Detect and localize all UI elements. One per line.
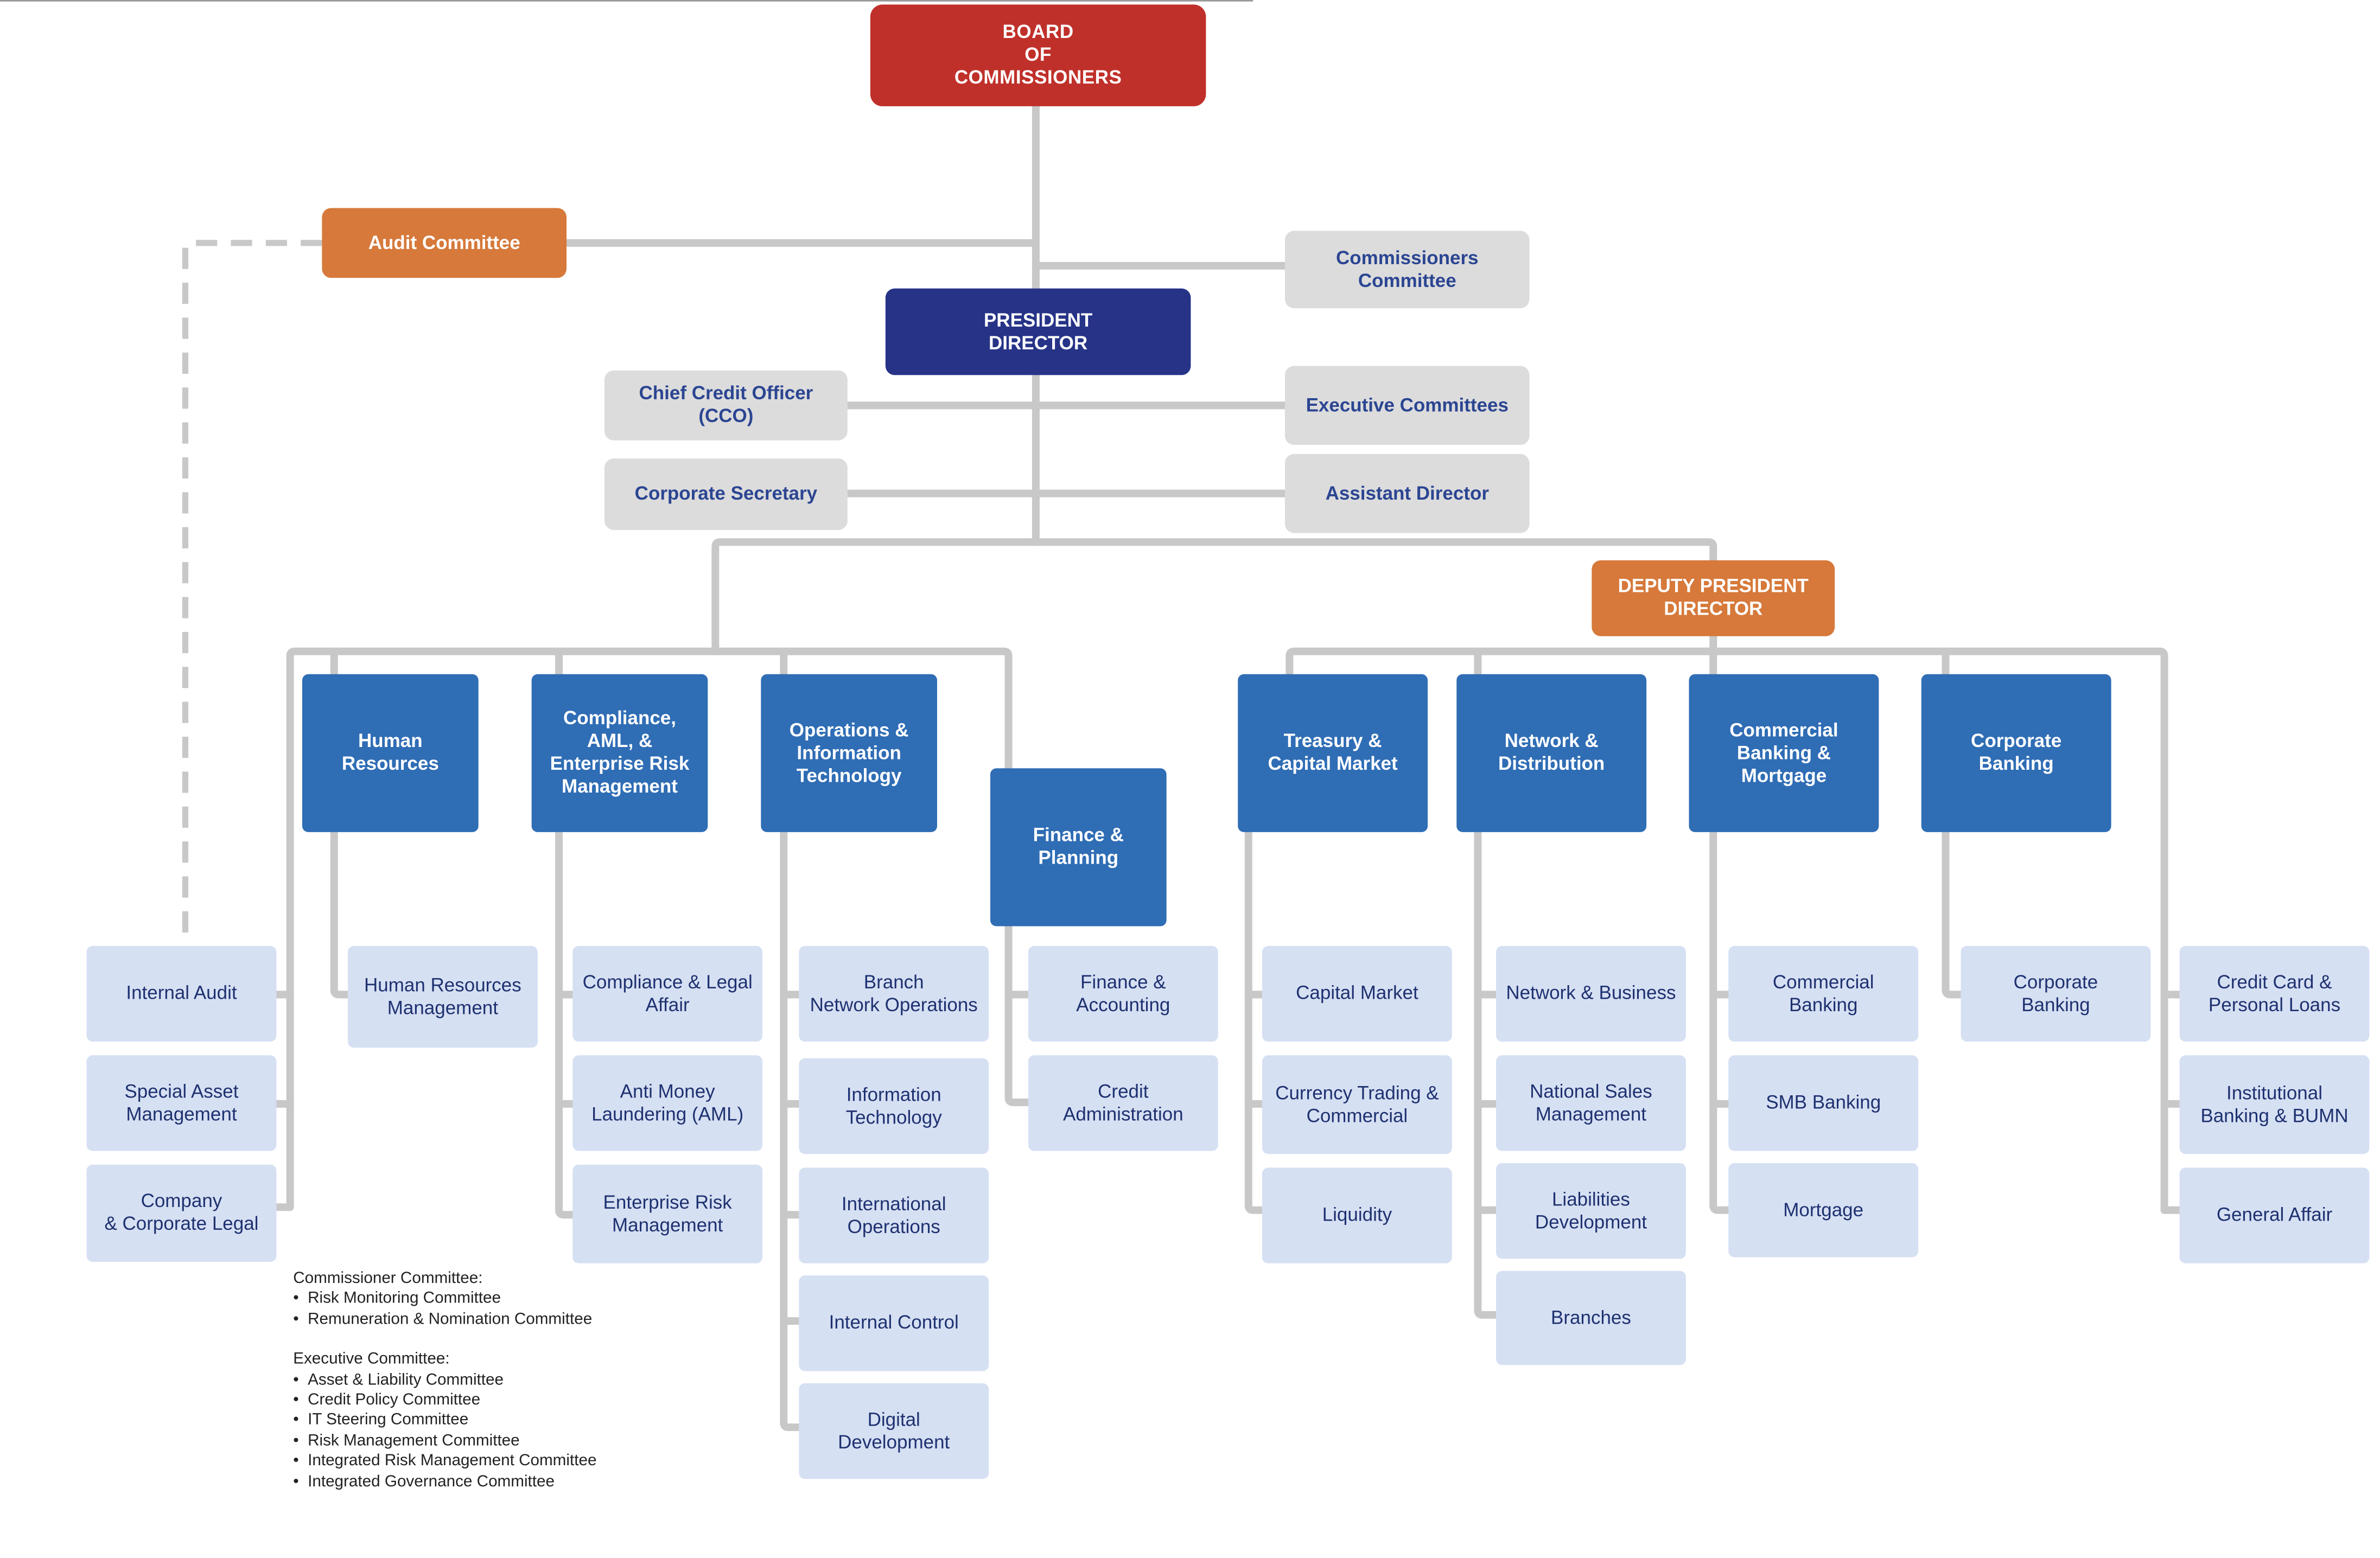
unit-general-affair[interactable]: General Affair (2179, 1167, 2370, 1263)
unit-network-business[interactable]: Network & Business (1496, 946, 1686, 1042)
executive-committee-list: Asset & Liability Committee Credit Polic… (293, 1370, 596, 1492)
unit-national-sales-management[interactable]: National Sales Management (1496, 1055, 1686, 1151)
directorate-treasury-capital-market[interactable]: Treasury & Capital Market (1238, 674, 1428, 832)
unit-internal-audit[interactable]: Internal Audit (86, 946, 277, 1042)
chief-credit-officer[interactable]: Chief Credit Officer (CCO) (604, 370, 848, 440)
directorate-corporate-banking[interactable]: Corporate Banking (1921, 674, 2111, 832)
directorate-human-resources[interactable]: Human Resources (302, 674, 479, 832)
unit-credit-administration[interactable]: Credit Administration (1028, 1055, 1218, 1151)
executive-committees[interactable]: Executive Committees (1284, 366, 1530, 445)
unit-mortgage[interactable]: Mortgage (1728, 1163, 1919, 1257)
commissioner-committee-item: Risk Monitoring Committee (293, 1289, 596, 1310)
unit-internal-control[interactable]: Internal Control (799, 1275, 989, 1371)
unit-currency-trading-commercial[interactable]: Currency Trading & Commercial (1262, 1055, 1452, 1154)
top-rule (0, 0, 1253, 2)
president-director[interactable]: PRESIDENT DIRECTOR (885, 288, 1191, 375)
unit-international-operations[interactable]: International Operations (799, 1167, 989, 1263)
corporate-secretary[interactable]: Corporate Secretary (604, 458, 848, 530)
directorate-commercial-banking-mortgage[interactable]: Commercial Banking & Mortgage (1689, 674, 1879, 832)
directorate-compliance-aml-erm[interactable]: Compliance, AML, & Enterprise Risk Manag… (531, 674, 708, 832)
executive-committee-item: Integrated Governance Committee (293, 1472, 596, 1493)
unit-compliance-legal-affair[interactable]: Compliance & Legal Affair (572, 946, 763, 1042)
audit-committee[interactable]: Audit Committee (322, 208, 567, 278)
unit-liabilities-development[interactable]: Liabilities Development (1496, 1163, 1686, 1259)
unit-corporate-banking[interactable]: Corporate Banking (1961, 946, 2151, 1042)
executive-committee-title: Executive Committee: (293, 1350, 450, 1369)
executive-committee-item: IT Steering Committee (293, 1411, 596, 1432)
executive-committee-item: Integrated Risk Management Committee (293, 1452, 596, 1473)
assistant-director[interactable]: Assistant Director (1284, 454, 1530, 533)
unit-anti-money-laundering[interactable]: Anti Money Laundering (AML) (572, 1055, 763, 1151)
executive-committee-item: Risk Management Committee (293, 1432, 596, 1452)
unit-enterprise-risk-management[interactable]: Enterprise Risk Management (572, 1164, 763, 1263)
directorate-operations-it[interactable]: Operations & Information Technology (761, 674, 937, 832)
executive-committee-item: Credit Policy Committee (293, 1391, 596, 1412)
directorate-finance-planning[interactable]: Finance & Planning (990, 768, 1167, 927)
unit-special-asset-management[interactable]: Special Asset Management (86, 1055, 277, 1151)
commissioners-committee[interactable]: Commissioners Committee (1284, 231, 1530, 309)
commissioner-committee-list: Risk Monitoring Committee Remuneration &… (293, 1289, 596, 1330)
unit-liquidity[interactable]: Liquidity (1262, 1167, 1452, 1263)
executive-committee-item: Asset & Liability Committee (293, 1370, 596, 1391)
directorate-network-distribution[interactable]: Network & Distribution (1456, 674, 1647, 832)
unit-digital-development[interactable]: Digital Development (799, 1383, 989, 1479)
unit-smb-banking[interactable]: SMB Banking (1728, 1055, 1919, 1151)
unit-finance-accounting[interactable]: Finance & Accounting (1028, 946, 1218, 1042)
board-of-commissioners[interactable]: BOARD OF COMMISSIONERS (870, 4, 1206, 106)
unit-credit-card-personal-loans[interactable]: Credit Card & Personal Loans (2179, 946, 2370, 1042)
unit-commercial-banking[interactable]: Commercial Banking (1728, 946, 1919, 1042)
unit-capital-market[interactable]: Capital Market (1262, 946, 1452, 1042)
unit-information-technology[interactable]: Information Technology (799, 1058, 989, 1154)
unit-branch-network-operations[interactable]: Branch Network Operations (799, 946, 989, 1042)
commissioner-committee-item: Remuneration & Nomination Committee (293, 1310, 596, 1331)
deputy-president-director[interactable]: DEPUTY PRESIDENT DIRECTOR (1592, 560, 1835, 636)
committee-notes: Commissioner Committee: Risk Monitoring … (293, 1269, 596, 1493)
unit-branches[interactable]: Branches (1496, 1270, 1686, 1365)
unit-hr-management[interactable]: Human Resources Management (347, 946, 538, 1048)
unit-company-corporate-legal[interactable]: Company & Corporate Legal (86, 1164, 277, 1262)
unit-institutional-banking-bumn[interactable]: Institutional Banking & BUMN (2179, 1055, 2370, 1154)
commissioner-committee-title: Commissioner Committee: (293, 1269, 483, 1288)
